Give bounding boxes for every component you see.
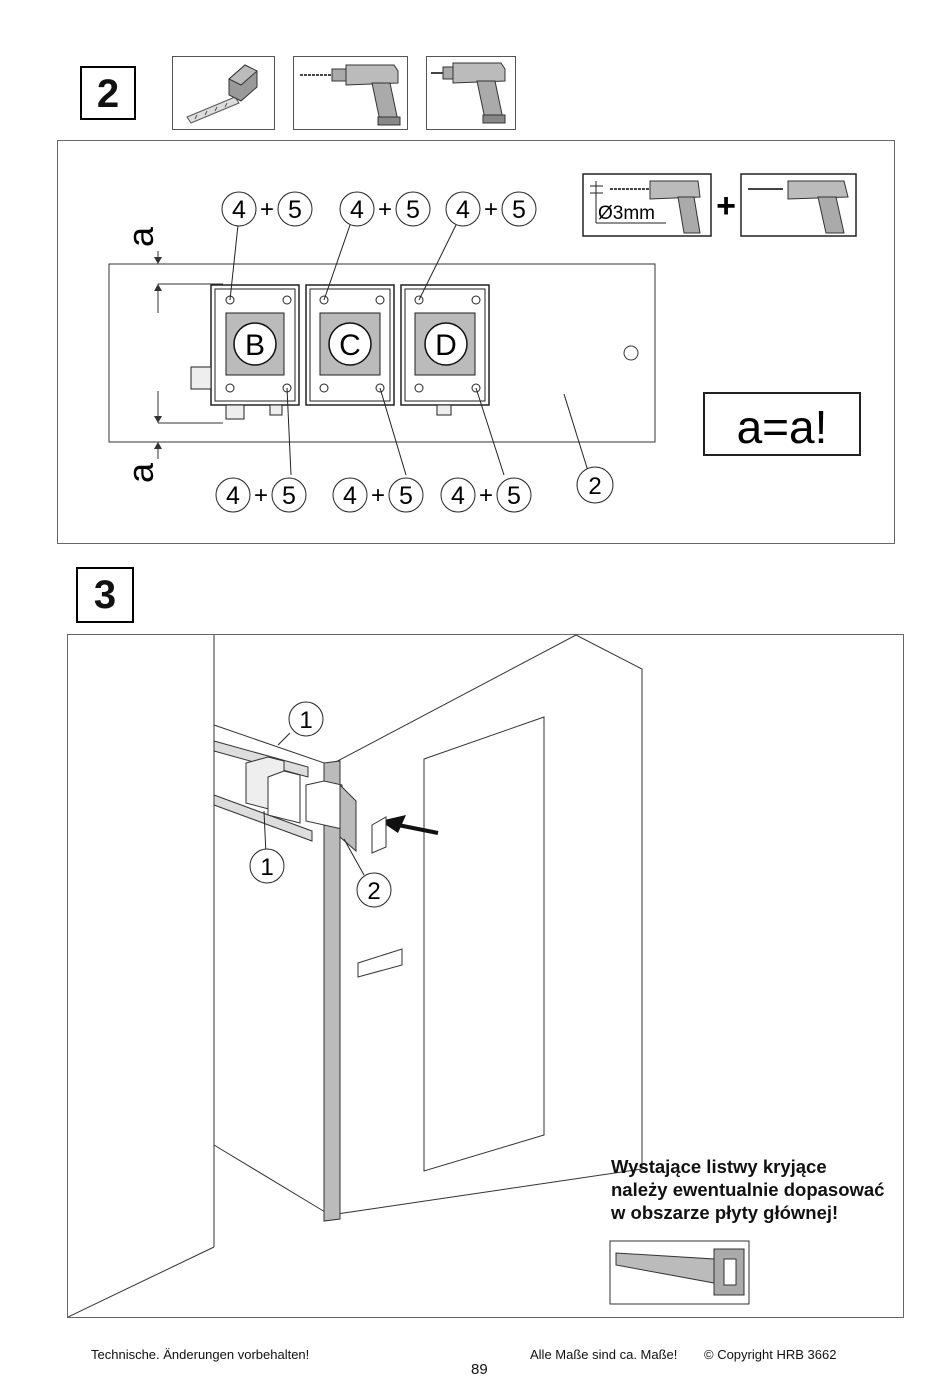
callout-circle bbox=[221, 191, 257, 227]
callout-bottom-2: 4 5 + bbox=[440, 477, 532, 513]
callout-top-0: 4 5 + bbox=[221, 191, 313, 227]
callout-circle bbox=[501, 191, 537, 227]
callout-circle bbox=[395, 191, 431, 227]
callout-number: 4 bbox=[232, 196, 246, 224]
callout-number: 4 bbox=[456, 196, 470, 224]
step-3-diagram: 1 1 2 bbox=[67, 634, 750, 1318]
label-1-bottom: 1 bbox=[260, 854, 273, 881]
step-2-panel: B C D a a 2 a=a! Ø3mm + bbox=[57, 140, 895, 544]
callout-plus: + bbox=[371, 482, 385, 509]
plus-sign: + bbox=[716, 187, 736, 225]
footer-left: Technische. Änderungen vorbehalten! bbox=[91, 1347, 310, 1362]
dim-a-bottom: a bbox=[120, 462, 161, 483]
callout-plus: + bbox=[260, 196, 274, 223]
saw-icon bbox=[615, 1248, 745, 1296]
drill-tool bbox=[293, 56, 408, 130]
callout-number: 4 bbox=[343, 482, 357, 510]
callout-number: 5 bbox=[406, 196, 420, 224]
callout-number: 5 bbox=[507, 482, 521, 510]
callout-circle bbox=[271, 477, 307, 513]
callout-top-1: 4 5 + bbox=[339, 191, 431, 227]
box-b bbox=[190, 284, 300, 420]
callout-circle bbox=[388, 477, 424, 513]
callout-bottom-1: 4 5 + bbox=[332, 477, 424, 513]
equal-note: a=a! bbox=[737, 401, 828, 453]
callout-number: 5 bbox=[282, 482, 296, 510]
label-1-top: 1 bbox=[299, 707, 312, 734]
callout-number: 4 bbox=[350, 196, 364, 224]
box-c-label: C bbox=[339, 329, 361, 362]
box-c bbox=[305, 284, 395, 406]
dim-a-top: a bbox=[120, 226, 161, 247]
callout-circle bbox=[440, 477, 476, 513]
callout-bottom-0: 4 5 + bbox=[215, 477, 307, 513]
step-3-number: 3 bbox=[76, 567, 134, 623]
footer-right: Alle Maße sind ca. Maße! bbox=[530, 1347, 678, 1362]
box-d-label: D bbox=[435, 329, 457, 362]
callout-number: 5 bbox=[399, 482, 413, 510]
box-b-label: B bbox=[245, 329, 265, 362]
step-2-number: 2 bbox=[80, 66, 136, 120]
note-line-1: Wystające listwy kryjące bbox=[611, 1156, 827, 1177]
page-number: 89 bbox=[471, 1361, 488, 1378]
screwdriver-icon bbox=[431, 62, 506, 124]
callout-number: 4 bbox=[226, 482, 240, 510]
callout-plus: + bbox=[378, 196, 392, 223]
footer-copyright: © Copyright HRB 3662 bbox=[704, 1347, 837, 1362]
callout-number: 5 bbox=[288, 196, 302, 224]
callout-plus: + bbox=[484, 196, 498, 223]
callout-circle bbox=[339, 191, 375, 227]
step-2-diagram: B C D a a 2 a=a! Ø3mm + bbox=[108, 173, 861, 513]
callout-circle bbox=[496, 477, 532, 513]
callout-number: 5 bbox=[512, 196, 526, 224]
label-2: 2 bbox=[367, 878, 380, 905]
note-line-3: w obszarze płyty głównej! bbox=[611, 1202, 839, 1223]
part-2-label: 2 bbox=[588, 473, 601, 500]
drill-spec: Ø3mm bbox=[598, 203, 655, 224]
callout-top-2: 4 5 + bbox=[445, 191, 537, 227]
callout-circle bbox=[332, 477, 368, 513]
tape-measure-icon bbox=[186, 64, 258, 124]
callout-circle bbox=[445, 191, 481, 227]
box-d bbox=[400, 284, 490, 416]
drill-icon bbox=[300, 64, 401, 126]
callout-plus: + bbox=[479, 482, 493, 509]
note-line-2: należy ewentualnie dopasować bbox=[611, 1179, 885, 1200]
callout-number: 4 bbox=[451, 482, 465, 510]
callout-circle bbox=[215, 477, 251, 513]
tape-measure-tool bbox=[172, 56, 275, 130]
callout-plus: + bbox=[254, 482, 268, 509]
step-3-panel: 1 1 2 bbox=[67, 634, 904, 1318]
screwdriver-tool bbox=[426, 56, 516, 130]
callout-circle bbox=[277, 191, 313, 227]
